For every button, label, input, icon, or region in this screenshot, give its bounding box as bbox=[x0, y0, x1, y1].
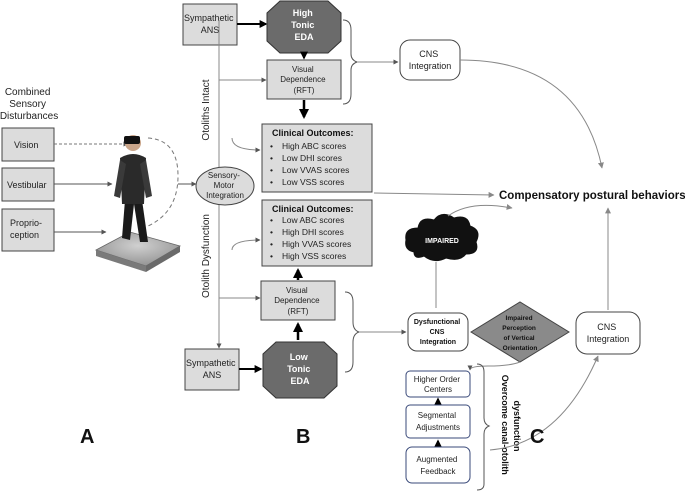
cns-integration-right bbox=[575, 311, 641, 355]
clinical-bottom-item: High DHI scores bbox=[282, 227, 344, 237]
clinical-outcomes-bottom bbox=[261, 199, 373, 267]
visual-dependence-top bbox=[266, 59, 342, 100]
svg-text:•: • bbox=[270, 215, 273, 225]
person-on-platform-illustration bbox=[94, 135, 182, 272]
visual-dependence-bottom-label: Visual Dependence (RFT) bbox=[274, 286, 322, 316]
vision-box bbox=[1, 127, 55, 162]
clinical-bottom-item: High VVAS scores bbox=[282, 239, 351, 249]
diamond-to-higher-order bbox=[467, 361, 521, 371]
visual-dependence-top-label: Visual Dependence (RFT) bbox=[280, 65, 328, 95]
clinical-top-item: High ABC scores bbox=[282, 141, 346, 151]
panel-b: Sympathetic ANS High Tonic EDA Visual De… bbox=[182, 0, 373, 448]
visual-dependence-bottom bbox=[260, 280, 336, 321]
cns-integration-top bbox=[399, 39, 461, 81]
svg-text:•: • bbox=[270, 239, 273, 249]
dysfunctional-to-compensatory bbox=[435, 205, 512, 308]
augmented-feedback bbox=[405, 446, 471, 484]
svg-text:•: • bbox=[270, 251, 273, 261]
clinical-top-item: Low VSS scores bbox=[282, 177, 344, 187]
dysfunctional-cns-integration bbox=[407, 312, 469, 352]
segmental-adjustments-label: Segmental Adjustments bbox=[416, 411, 460, 432]
cns-integration-top-label: CNS Integration bbox=[409, 49, 452, 71]
overcome-label: Overcome canal-otolith dysfunction bbox=[500, 375, 522, 478]
vestibular-label: Vestibular bbox=[7, 180, 47, 190]
panel-c-label: C bbox=[530, 426, 544, 448]
high-tonic-eda-node bbox=[266, 0, 342, 54]
low-tonic-eda-label: Low Tonic EDA bbox=[287, 352, 313, 386]
sensory-motor-integration-node bbox=[195, 166, 255, 206]
otoliths-intact-label: Otoliths Intact bbox=[201, 79, 212, 140]
impaired-perception-label: Impaired Perception of Vertical Orientat… bbox=[502, 315, 537, 352]
panel-b-label: B bbox=[296, 426, 310, 448]
high-tonic-eda-label: High Tonic EDA bbox=[291, 8, 317, 42]
clinical-bottom-item: Low ABC scores bbox=[282, 215, 344, 225]
curve-to-clinical-top bbox=[231, 137, 261, 153]
clinical-outcomes-top-list: • High ABC scores • Low DHI scores • Low VV… bbox=[270, 141, 349, 187]
segmental-adjustments bbox=[405, 404, 471, 439]
augmented-feedback-label: Augmented Feedback bbox=[416, 455, 459, 476]
proprioception-box bbox=[1, 208, 55, 252]
clinical-outcomes-top-title: Clinical Outcomes: bbox=[272, 128, 354, 138]
svg-text:•: • bbox=[270, 227, 273, 237]
svg-text:•: • bbox=[270, 141, 273, 151]
vestibular-box bbox=[1, 167, 55, 202]
svg-text:•: • bbox=[270, 153, 273, 163]
sensory-motor-integration-label: Sensory- Motor Integration bbox=[206, 171, 244, 200]
impaired-label: IMPAIRED bbox=[425, 238, 459, 245]
sympathetic-ans-bottom-label: Sympathetic ANS bbox=[186, 358, 238, 380]
proprioception-label: Proprio- ception bbox=[10, 218, 45, 240]
cns-integration-right-label: CNS Integration bbox=[587, 322, 630, 344]
clinical-outcomes-top bbox=[261, 123, 373, 193]
clinical-top-item: Low VVAS scores bbox=[282, 165, 349, 175]
svg-text:•: • bbox=[270, 177, 273, 187]
impaired-cloud bbox=[405, 214, 479, 262]
low-tonic-eda-node bbox=[262, 341, 338, 399]
panel-a-label: A bbox=[80, 426, 94, 448]
brace-top bbox=[342, 19, 359, 105]
clinical-outcomes-bottom-title: Clinical Outcomes: bbox=[272, 204, 354, 214]
cns-top-to-compensatory bbox=[459, 59, 604, 169]
brace-bottom bbox=[344, 291, 361, 373]
sympathetic-ans-top-label: Sympathetic ANS bbox=[184, 13, 236, 35]
panel-c: CNS Integration Compensatory postural be… bbox=[342, 19, 685, 491]
compensatory-postural-behaviors: Compensatory postural behaviors bbox=[499, 190, 685, 202]
higher-order-centers-label: Higher Order Centers bbox=[414, 375, 462, 394]
curve-to-clinical-bottom bbox=[231, 237, 261, 251]
augmented-to-cns-right bbox=[489, 355, 599, 451]
clinical-outcomes-bottom-list: • Low ABC scores • High DHI scores • High V… bbox=[270, 215, 351, 261]
svg-text:•: • bbox=[270, 165, 273, 175]
dysfunctional-cns-label: Dysfunctional CNS Integration bbox=[414, 319, 462, 346]
clinical-bottom-item: High VSS scores bbox=[282, 251, 346, 261]
clinical-top-item: Low DHI scores bbox=[282, 153, 342, 163]
combined-sensory-title: Combined Sensory Disturbances bbox=[0, 87, 58, 122]
vision-label: Vision bbox=[14, 140, 38, 150]
otolith-dysfunction-label: Otolith Dysfunction bbox=[201, 214, 212, 298]
panel-a: Combined Sensory Disturbances Vision Ves… bbox=[0, 87, 197, 448]
brace-overcome bbox=[476, 363, 491, 491]
clinical-top-to-compensatory bbox=[373, 191, 495, 198]
higher-order-centers bbox=[405, 370, 471, 398]
impaired-perception-diamond bbox=[470, 301, 570, 363]
